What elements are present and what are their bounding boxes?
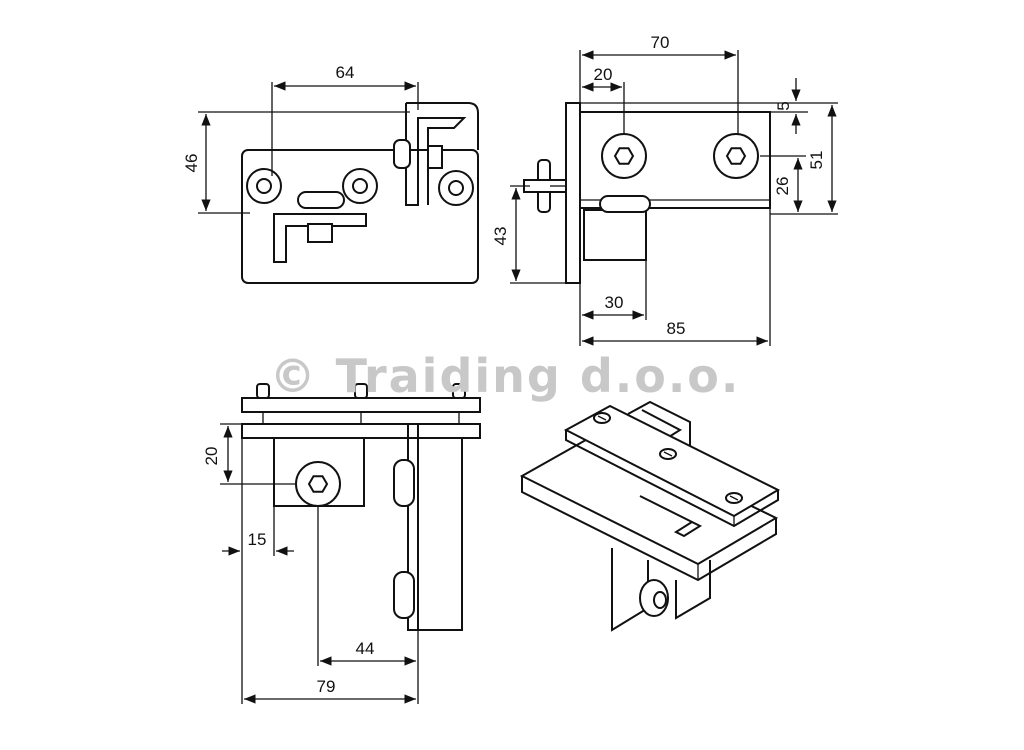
- dim-30: 30: [605, 293, 624, 312]
- hex-bolt-right: [713, 133, 759, 179]
- dim-5: 5: [774, 101, 793, 110]
- dim-44: 44: [356, 639, 375, 658]
- bottom-left-view: 20 15 44 79: [202, 383, 481, 704]
- bolt-mid: [342, 168, 378, 204]
- hex-bolt-left: [601, 133, 647, 179]
- dim-79: 79: [317, 677, 336, 696]
- dim-15: 15: [248, 530, 267, 549]
- dim-64: 64: [336, 63, 355, 82]
- dim-26: 26: [773, 177, 792, 196]
- dim-51: 51: [807, 151, 826, 170]
- watermark: © Traiding d.o.o.: [270, 349, 741, 403]
- bolt-right: [438, 170, 474, 206]
- hex-bolt-bottom: [295, 461, 341, 507]
- dim-70: 70: [651, 33, 670, 52]
- dim-20-bottom: 20: [202, 447, 221, 466]
- dim-20-top: 20: [594, 65, 613, 84]
- isometric-view: [519, 400, 781, 632]
- dim-43: 43: [491, 227, 510, 246]
- dim-46: 46: [182, 154, 201, 173]
- top-right-view: 70 20 5 51 26 43 30 85: [491, 33, 838, 346]
- top-left-view: 64 46: [182, 63, 479, 284]
- dim-85: 85: [667, 319, 686, 338]
- bolt-left: [246, 168, 282, 204]
